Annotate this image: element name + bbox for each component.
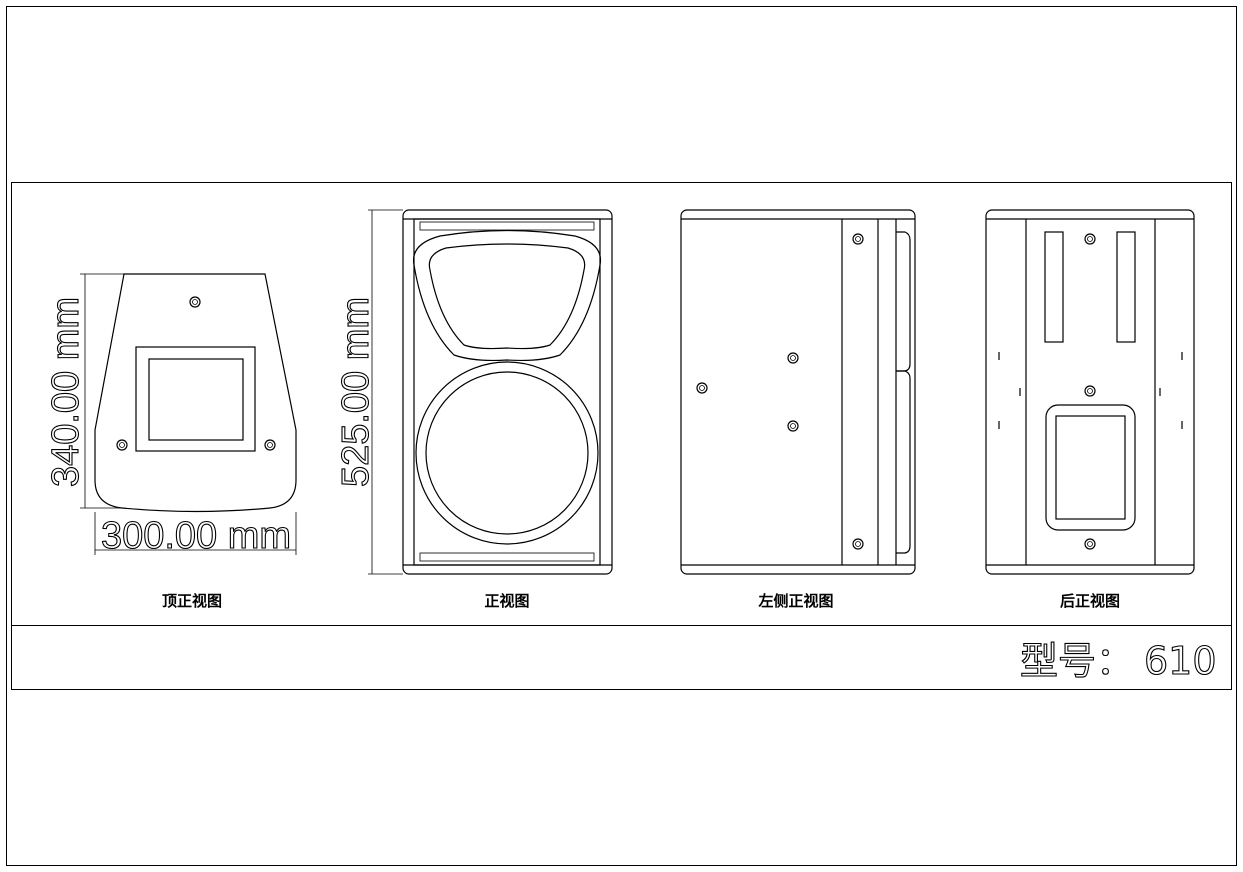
drawing-frame — [11, 182, 1232, 690]
caption-top-view: 顶正视图 — [162, 592, 222, 610]
front-height-dimension: 525.00 mm — [335, 297, 377, 487]
rear-view-drawing — [985, 209, 1195, 575]
top-height-dimension: 340.00 mm — [45, 297, 87, 487]
top-view-drawing — [80, 273, 297, 555]
caption-left-side-view: 左侧正视图 — [757, 592, 833, 610]
top-width-dimension: 300.00 mm — [101, 515, 291, 557]
left-side-view-drawing — [680, 209, 916, 575]
sheet-border — [6, 6, 1237, 866]
caption-front-view: 正视图 — [484, 592, 529, 610]
caption-rear-view: 后正视图 — [1060, 592, 1120, 610]
model-label: 型号： — [1020, 639, 1134, 683]
model-value: 610 — [1144, 639, 1217, 683]
front-view-drawing — [368, 209, 613, 575]
